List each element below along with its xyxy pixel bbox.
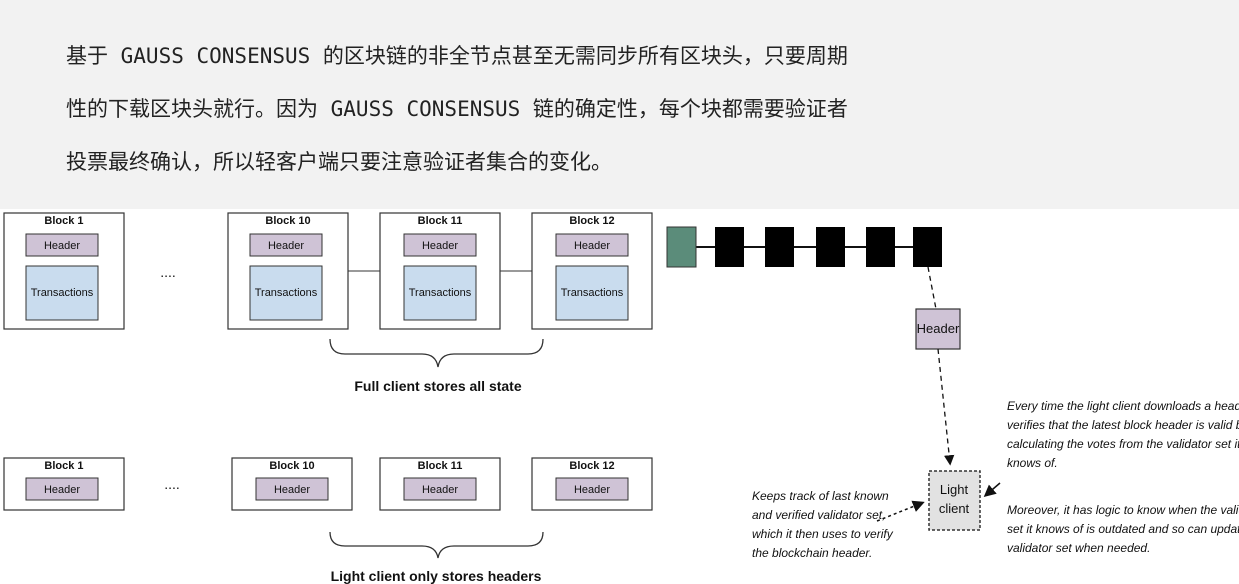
chain-first-block [666,226,697,268]
paragraph-line-3: 投票最终确认，所以轻客户端只要注意验证者集合的变化。 [66,150,612,174]
light-client-label-2: client [939,501,970,516]
block-header: Header [274,484,310,496]
description-paragraph: 基于 GAUSS CONSENSUS 的区块链的非全节点甚至无需同步所有区块头，… [66,30,1216,189]
block-header: Header [268,240,304,252]
chain-block [715,227,744,267]
header-chain [666,226,942,268]
light-client-brace [329,531,544,559]
paragraph-line-2: 性的下载区块头就行。因为 GAUSS CONSENSUS 链的确定性，每个块都需… [66,97,848,121]
light-client-box [928,470,981,531]
block-title: Block 10 [269,460,314,472]
light-block-11: Block 11 Header [379,457,501,511]
note-arrow-left [876,500,925,522]
note-line: Keeps track of last known [752,489,889,503]
downloaded-header-box [915,308,961,350]
note-line: calculating the votes from the validator… [1007,437,1239,451]
block-title: Block 1 [44,460,83,472]
full-block-11: Block 11 Header Transactions [379,212,501,330]
block-title: Block 1 [44,215,83,227]
block-title: Block 10 [265,215,310,227]
note-line: which it then uses to verify [752,527,894,541]
note-line: Moreover, it has logic to know when the … [1007,503,1239,517]
block-header: Header [574,484,610,496]
diagram-panel: Block 1 Header Transactions .... Block 1… [0,209,1239,584]
chain-block [765,227,794,267]
note-line: set it knows of is outdated and so can u… [1007,522,1239,536]
block-header: Header [422,484,458,496]
light-client-label-1: Light [940,482,969,497]
block-transactions: Transactions [31,287,94,299]
note-left: Keeps track of last known and verified v… [752,489,894,560]
block-title: Block 11 [418,460,463,472]
note-line: and verified validator set, [752,508,885,522]
full-block-12: Block 12 Header Transactions [531,212,653,330]
light-block-12: Block 12 Header [531,457,653,511]
block-header: Header [574,240,610,252]
note-line: validator set when needed. [1007,541,1150,555]
block-header: Header [44,484,80,496]
block-title: Block 11 [418,215,463,227]
full-client-row: Block 1 Header Transactions .... Block 1… [3,212,653,394]
chain-block [816,227,845,267]
full-block-10: Block 10 Header Transactions [227,212,349,330]
note-line: Every time the light client downloads a … [1007,399,1239,413]
note-line: knows of. [1007,456,1058,470]
chain-block [866,227,895,267]
block-header: Header [44,240,80,252]
note-arrow-right [983,482,1001,497]
note-right: Every time the light client downloads a … [1007,399,1239,555]
dashed-arrow-to-client [937,348,955,466]
block-transactions: Transactions [409,287,472,299]
note-line: verifies that the latest block header is… [1007,418,1239,432]
light-client-caption: Light client only stores headers [331,568,542,584]
downloaded-header-label: Header [917,321,960,336]
block-transactions: Transactions [255,287,318,299]
chain-block [913,227,942,267]
paragraph-line-1: 基于 GAUSS CONSENSUS 的区块链的非全节点甚至无需同步所有区块头，… [66,44,848,68]
ellipsis: .... [160,264,176,280]
full-client-brace [329,338,544,368]
light-block-1: Block 1 Header [3,457,125,511]
full-client-caption: Full client stores all state [354,378,521,394]
dashed-connector [927,266,937,310]
block-title: Block 12 [569,460,614,472]
ellipsis: .... [164,476,180,492]
block-transactions: Transactions [561,287,624,299]
block-header: Header [422,240,458,252]
light-client-row: Block 1 Header .... Block 10 Header Bloc… [3,457,653,584]
light-block-10: Block 10 Header [231,457,353,511]
note-line: the blockchain header. [752,546,872,560]
client-diagram: Block 1 Header Transactions .... Block 1… [3,212,1239,584]
full-block-1: Block 1 Header Transactions [3,212,125,330]
block-title: Block 12 [569,215,614,227]
